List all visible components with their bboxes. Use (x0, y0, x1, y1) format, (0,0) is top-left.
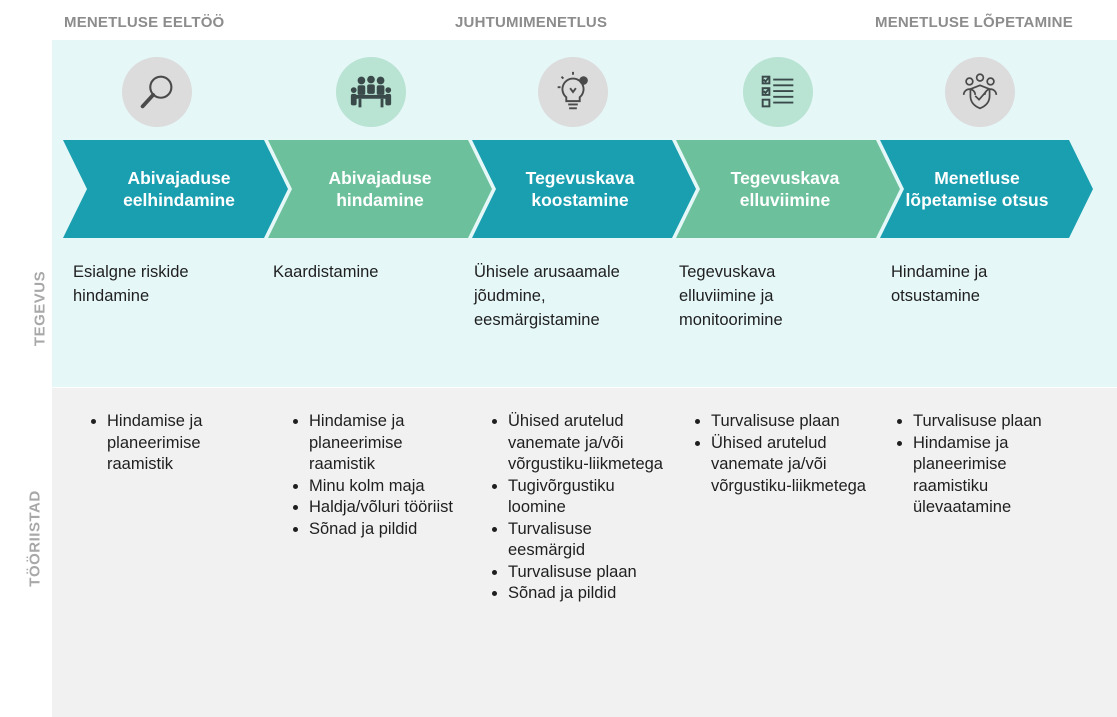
tools-list-step-4: Turvalisuse plaan Ühised arutelud vanema… (681, 411, 871, 497)
phase-label-case-management: JUHTUMIMENETLUS (455, 14, 608, 31)
step-title-4: Tegevuskava elluviimine (730, 168, 840, 210)
row-label-activity: TEGEVUS (31, 270, 49, 347)
activity-step-3: Ühisele arusaamale jõudmine, eesmärgista… (474, 263, 620, 329)
tool-item: Hindamise ja planeerimise raamistik (107, 411, 257, 476)
lightbulb-gear-icon (538, 57, 608, 127)
activity-step-5: Hindamine ja otsustamine (891, 263, 988, 305)
row-label-tools: TÖÖRIISTAD (26, 490, 44, 587)
tool-item: Haldja/võluri tööriist (309, 497, 459, 519)
tool-item: Turvalisuse plaan (508, 562, 673, 584)
tool-item: Hindamise ja planeerimise raamistiku üle… (913, 433, 1083, 519)
step-title-2: Abivajaduse hindamine (328, 168, 432, 210)
tool-item: Tugivõrgustiku loomine (508, 476, 673, 519)
magnifier-icon (122, 57, 192, 127)
tool-item: Sõnad ja pildid (508, 583, 673, 605)
step-title-5: Menetluse lõpetamise otsus (905, 168, 1049, 210)
step-title-3: Tegevuskava koostamine (525, 168, 635, 210)
phase-label-preliminary: MENETLUSE EELTÖÖ (64, 14, 225, 31)
phase-label-closing: MENETLUSE LÕPETAMINE (875, 14, 1073, 31)
activity-step-2: Kaardistamine (273, 263, 379, 281)
tool-item: Turvalisuse eesmärgid (508, 519, 673, 562)
tools-list-step-2: Hindamise ja planeerimise raamistik Minu… (279, 411, 459, 540)
step-title-1: Abivajaduse eelhindamine (123, 168, 235, 210)
tools-list-step-5: Turvalisuse plaan Hindamise ja planeerim… (883, 411, 1083, 519)
tools-list-step-3: Ühised arutelud vanemate ja/või võrgusti… (478, 411, 673, 605)
tools-band (52, 388, 1117, 717)
activity-step-4: Tegevuskava elluviimine ja monitoorimine (679, 263, 783, 329)
tool-item: Ühised arutelud vanemate ja/või võrgusti… (711, 433, 871, 498)
tool-item: Hindamise ja planeerimise raamistik (309, 411, 459, 476)
tool-item: Turvalisuse plaan (913, 411, 1083, 433)
checklist-icon (743, 57, 813, 127)
activity-step-1: Esialgne riskide hindamine (73, 263, 189, 305)
tool-item: Ühised arutelud vanemate ja/või võrgusti… (508, 411, 673, 476)
tool-item: Minu kolm maja (309, 476, 459, 498)
tools-list-step-1: Hindamise ja planeerimise raamistik (77, 411, 257, 476)
people-shield-icon (945, 57, 1015, 127)
tool-item: Sõnad ja pildid (309, 519, 459, 541)
meeting-group-icon (336, 57, 406, 127)
tool-item: Turvalisuse plaan (711, 411, 871, 433)
